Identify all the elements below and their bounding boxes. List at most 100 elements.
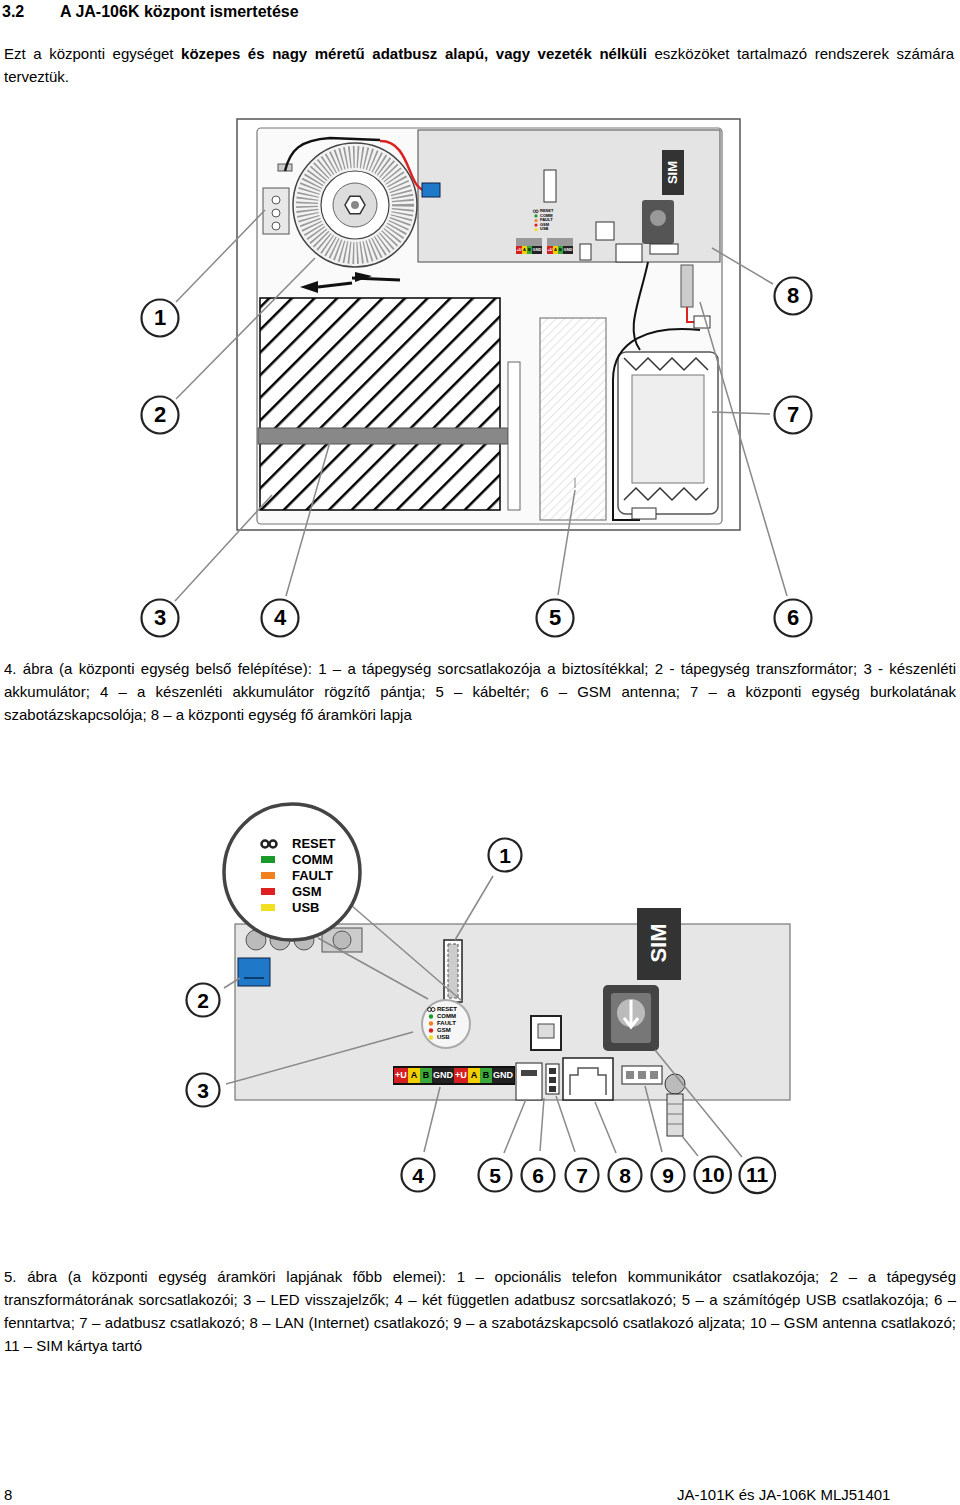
leader-line xyxy=(176,258,315,399)
reset-icon xyxy=(270,841,277,848)
led-dot xyxy=(429,1021,433,1025)
pin xyxy=(549,1068,556,1074)
terminal-label: A xyxy=(468,1068,480,1083)
figure-caption: 4. ábra (a központi egység belső felépít… xyxy=(4,657,956,726)
callout-circle: 2 xyxy=(185,982,221,1018)
led-label: GSM xyxy=(437,1027,451,1034)
reset-icon xyxy=(536,210,539,213)
led-dot xyxy=(429,1035,433,1039)
leader-line xyxy=(286,442,330,596)
callout-outline xyxy=(142,397,179,434)
fuse-terminal xyxy=(263,188,289,234)
led-label-list: RESETCOMMFAULTGSMUSB xyxy=(292,836,335,916)
sim-holder-inner xyxy=(611,993,651,1043)
callout-number: 9 xyxy=(662,1165,674,1186)
terminal-label: +U xyxy=(394,1068,408,1083)
terminal-label: GND xyxy=(532,246,542,254)
terminal-label: A xyxy=(408,1068,420,1083)
cable-space-mark xyxy=(575,478,576,488)
callout-circle: 3 xyxy=(185,1072,221,1108)
tamper-plate-inner xyxy=(632,375,704,483)
leader-line xyxy=(712,412,770,414)
terminal-label: GND xyxy=(432,1068,454,1083)
bus-terminal-strip xyxy=(393,1066,515,1085)
led-zoom-circle: RESETCOMMFAULTGSMUSB xyxy=(222,802,362,942)
sim-label: SIM xyxy=(648,923,670,962)
section-number: 3.2 xyxy=(2,2,24,22)
bus-connector xyxy=(546,1064,559,1094)
leader-line xyxy=(556,1096,575,1152)
lan-socket xyxy=(563,1058,613,1100)
callout-circle: 7 xyxy=(564,1157,600,1193)
callout-number: 8 xyxy=(787,285,799,307)
callout-number: 2 xyxy=(197,990,209,1011)
callout-number: 10 xyxy=(701,1164,724,1185)
sim-holder xyxy=(603,985,659,1051)
rj11-socket xyxy=(596,222,614,240)
callout-outline xyxy=(739,1157,775,1193)
pin xyxy=(638,1071,646,1079)
fuse-screw xyxy=(272,222,280,230)
led-swatch xyxy=(261,872,275,879)
callout-number: 3 xyxy=(197,1080,209,1101)
callout-outline xyxy=(402,1159,435,1192)
callout-outline xyxy=(489,839,522,872)
tamper-zigzag xyxy=(624,488,708,500)
terminal-label: GND xyxy=(563,246,573,254)
tamper-socket xyxy=(650,244,678,254)
leader-line xyxy=(595,1102,616,1153)
callout-outline xyxy=(142,300,179,337)
sim-box xyxy=(637,908,681,980)
callout-outline xyxy=(652,1159,685,1192)
callout-circle: 9 xyxy=(650,1157,686,1193)
transformer xyxy=(293,143,417,267)
callout-number: 6 xyxy=(787,607,799,629)
pin xyxy=(650,1071,658,1079)
led-swatch xyxy=(261,888,275,895)
tamper-zigzag xyxy=(624,358,708,370)
led-dot xyxy=(429,1028,433,1032)
pin xyxy=(626,1071,634,1079)
callout-circle: 1 xyxy=(487,837,523,873)
callout-number: 6 xyxy=(532,1165,544,1186)
pin xyxy=(549,1077,556,1083)
reset-icon xyxy=(431,1008,435,1012)
antenna-thread xyxy=(667,1104,683,1124)
fuse-screw xyxy=(272,209,280,217)
terminal-screw xyxy=(333,931,351,949)
leader-line xyxy=(682,1136,698,1156)
callout-number: 7 xyxy=(787,404,799,426)
document-code: JA-101K és JA-106K MLJ51401 xyxy=(677,1486,890,1504)
callout-circle: 11 xyxy=(738,1156,777,1195)
sim-arrow xyxy=(624,1000,638,1027)
callout-number: 5 xyxy=(489,1165,501,1186)
terminal-screws xyxy=(516,238,542,246)
mains-wire xyxy=(285,138,380,171)
leader-line xyxy=(224,978,240,988)
cable-space xyxy=(540,318,606,520)
usb-socket xyxy=(516,1063,542,1100)
leader-line xyxy=(424,1087,440,1152)
strap-slot xyxy=(508,362,520,510)
lan-socket xyxy=(616,244,642,262)
figure-caption: 5. ábra (a központi egység áramköri lapj… xyxy=(4,1265,956,1357)
callout-circle: 10 xyxy=(693,1155,732,1194)
leader-line xyxy=(645,1086,662,1152)
mains-wire xyxy=(380,141,424,190)
pin xyxy=(549,1086,556,1092)
backup-battery xyxy=(260,298,500,510)
led-label: COMM xyxy=(292,852,335,868)
terminal-label: B xyxy=(480,1068,492,1083)
rj11-socket xyxy=(531,1016,561,1050)
usb-socket xyxy=(580,244,591,260)
led-dot xyxy=(534,224,537,227)
callout-outline xyxy=(695,1157,731,1193)
callout-number: 4 xyxy=(274,607,286,629)
intro-text: Ezt a központi egységet xyxy=(4,45,174,62)
leader-line xyxy=(455,876,493,940)
leader-line xyxy=(175,495,272,601)
circuit-board xyxy=(235,924,790,1100)
tamper-socket xyxy=(622,1066,662,1084)
lan-opening xyxy=(570,1068,606,1095)
battery-lead xyxy=(318,283,352,287)
